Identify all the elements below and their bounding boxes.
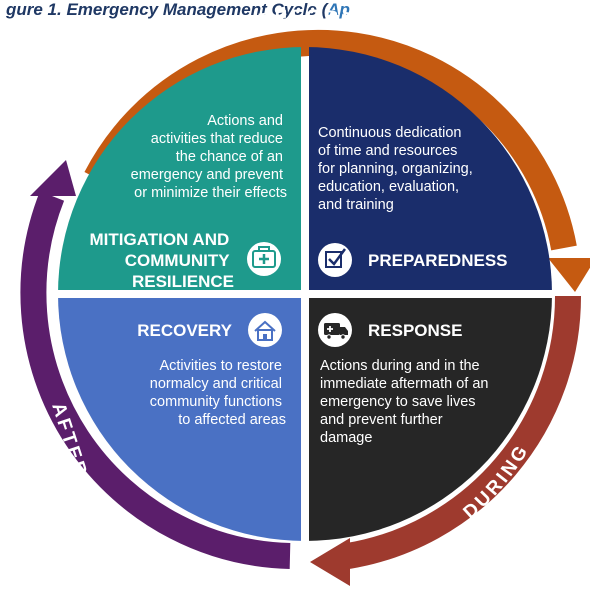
during-arrow <box>310 295 582 586</box>
recovery-title: RECOVERY <box>137 321 232 340</box>
figure-caption-text: gure 1. Emergency Management Cycle ( <box>5 0 330 19</box>
house-icon <box>248 313 282 347</box>
preparedness-title: PREPAREDNESS <box>368 251 508 270</box>
figure-caption: gure 1. Emergency Management Cycle (Ap <box>5 0 350 19</box>
preparedness-content: Continuous dedication of time and resour… <box>318 125 508 277</box>
mitigation-description: Actions and activities that reduce the c… <box>131 113 287 201</box>
response-description: Actions during and in the immediate afte… <box>320 358 492 446</box>
before-label: BEFORE <box>257 6 359 31</box>
recovery-content: RECOVERY Activities to restore normalcy … <box>137 313 286 428</box>
figure-caption-link: Ap <box>326 0 350 19</box>
mitigation-title: MITIGATION AND COMMUNITY RESILIENCE <box>90 230 235 291</box>
ambulance-icon <box>318 313 352 347</box>
recovery-description: Activities to restore normalcy and criti… <box>150 358 286 428</box>
response-title: RESPONSE <box>368 321 462 340</box>
preparedness-description: Continuous dedication of time and resour… <box>318 125 477 213</box>
first-aid-kit-icon <box>247 242 281 276</box>
after-arrow <box>20 160 291 569</box>
response-content: RESPONSE Actions during and in the immed… <box>318 313 492 446</box>
mitigation-content: Actions and activities that reduce the c… <box>90 113 288 291</box>
checkbox-icon <box>318 243 352 277</box>
